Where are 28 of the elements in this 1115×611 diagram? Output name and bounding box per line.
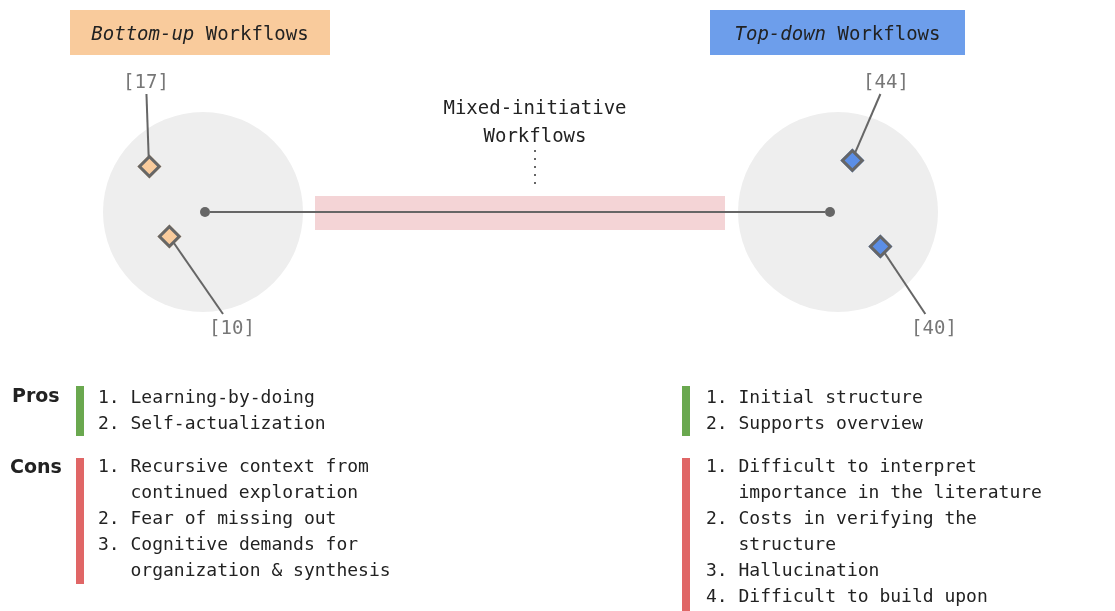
- leader-line: [854, 93, 882, 154]
- heading-label: Bottom-up Workflows: [70, 10, 330, 55]
- dot-marker: [825, 207, 835, 217]
- list-item: 2. Supports overview: [706, 411, 923, 435]
- dot-marker: [200, 207, 210, 217]
- connector-line: [209, 211, 826, 213]
- row-label: Cons: [10, 454, 62, 479]
- leader-line: [172, 241, 224, 315]
- text-label: Mixed-initiative Workflows: [410, 92, 660, 150]
- list-item: 1. Initial structure: [706, 385, 923, 409]
- list-item: 1. Difficult to interpret importance in the literature: [706, 454, 1043, 504]
- list-item: 2. Self-actualization: [98, 411, 326, 435]
- list-item: 4. Difficult to build upon: [706, 584, 989, 608]
- list-item: 3. Hallucination: [706, 558, 881, 582]
- leader-line: [883, 251, 927, 315]
- heading-label: Top-down Workflows: [710, 10, 965, 55]
- citation-label: [44]: [858, 68, 914, 94]
- citation-label: [17]: [118, 68, 174, 94]
- list-item: 2. Costs in verifying the structure: [706, 506, 978, 556]
- row-label: Pros: [12, 383, 60, 408]
- dotted-line: [534, 149, 536, 185]
- list-item: 3. Cognitive demands for organization & synthesis: [98, 532, 391, 582]
- list-item: 1. Recursive context from continued exploration: [98, 454, 370, 504]
- list-item: 1. Learning-by-doing: [98, 385, 315, 409]
- citation-label: [40]: [906, 314, 962, 340]
- leader-line: [145, 93, 150, 158]
- citation-label: [10]: [204, 314, 260, 340]
- list-item: 2. Fear of missing out: [98, 506, 338, 530]
